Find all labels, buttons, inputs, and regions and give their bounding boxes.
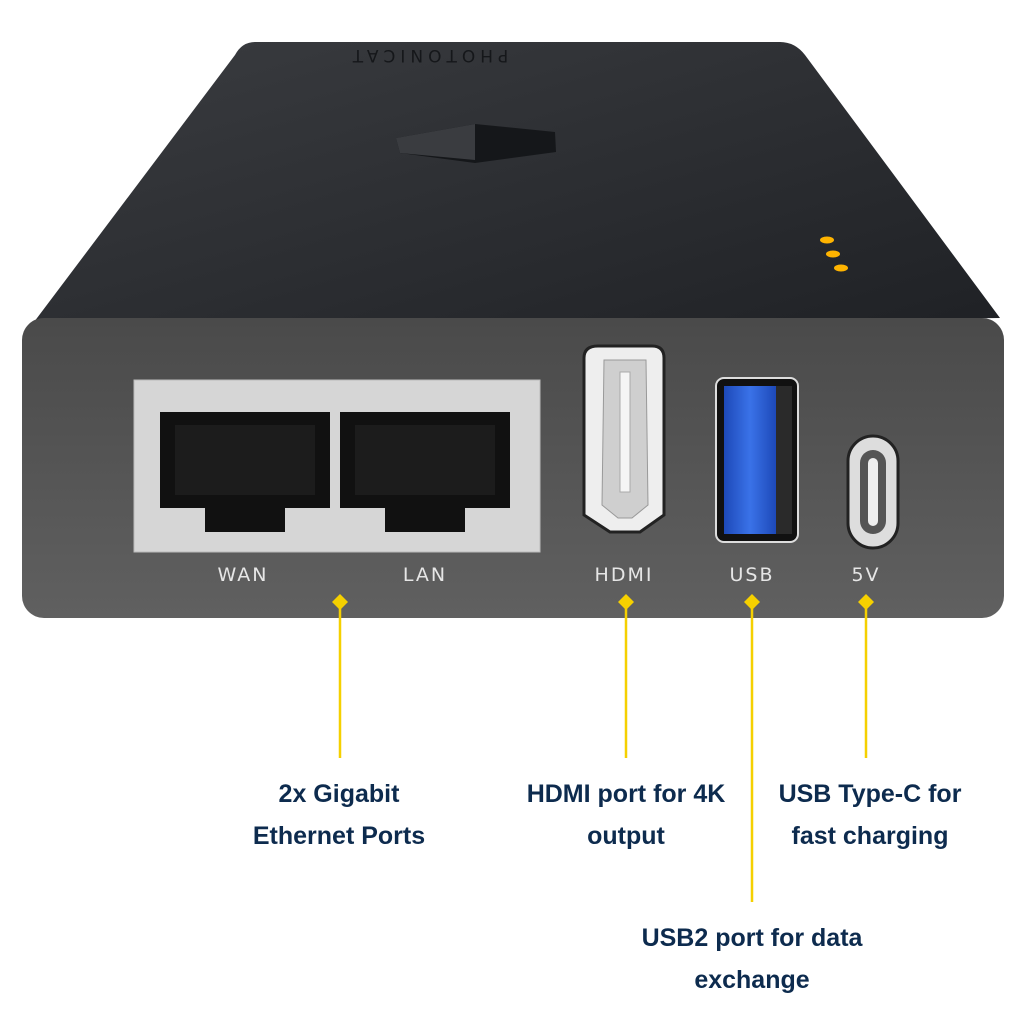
hdmi-callout-line1: HDMI port for 4K <box>526 780 726 808</box>
status-leds <box>820 236 848 272</box>
usb-label: USB <box>729 564 774 586</box>
device-top-surface <box>28 42 1000 330</box>
usb2-callout: USB2 port for data exchange <box>642 917 863 1001</box>
hdmi-callout-line2: output <box>587 822 665 850</box>
brand-logo-text: PHOTONICAT <box>348 45 508 65</box>
usb-marker-diamond <box>744 594 760 610</box>
ethernet-ports <box>133 379 541 553</box>
hdmi-marker-diamond <box>618 594 634 610</box>
usbc-marker-diamond <box>858 594 874 610</box>
usbc-callout: USB Type-C for fast charging <box>779 773 962 857</box>
logo-emblem <box>396 124 556 163</box>
ethernet-callout: 2x Gigabit Ethernet Ports <box>253 773 425 857</box>
callout-lines <box>332 594 874 902</box>
lan-port[interactable] <box>340 412 510 532</box>
hdmi-label: HDMI <box>595 564 654 586</box>
lan-label: LAN <box>403 564 447 586</box>
usbc-callout-line2: fast charging <box>791 822 949 850</box>
usb2-callout-line2: exchange <box>694 966 810 994</box>
ethernet-marker-diamond <box>332 594 348 610</box>
5v-label: 5V <box>851 564 880 586</box>
ethernet-callout-line1: 2x Gigabit <box>278 780 400 808</box>
hdmi-callout: HDMI port for 4K output <box>527 773 726 857</box>
ethernet-callout-line2: Ethernet Ports <box>252 822 426 850</box>
wan-port[interactable] <box>160 412 330 532</box>
usb2-callout-line1: USB2 port for data <box>641 924 863 952</box>
wan-label: WAN <box>218 564 269 586</box>
usbc-callout-line1: USB Type-C for <box>778 780 962 808</box>
hdmi-port[interactable] <box>582 344 666 534</box>
usb-port[interactable] <box>715 377 799 543</box>
usb-c-port[interactable] <box>846 434 900 550</box>
